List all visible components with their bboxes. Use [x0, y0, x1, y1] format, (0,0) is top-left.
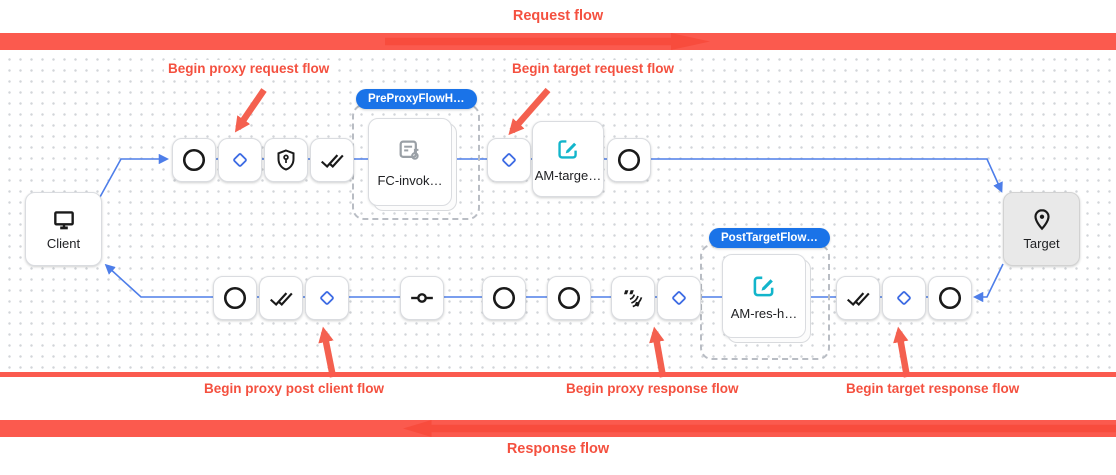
response-flow-arrow-icon	[403, 420, 1116, 437]
step-security-policy[interactable]	[264, 138, 308, 182]
step-proxy-response-flow[interactable]	[657, 276, 701, 320]
step-target-request-flow[interactable]	[487, 138, 531, 182]
step-double-check-target-response[interactable]	[836, 276, 880, 320]
edit-square-icon	[750, 272, 778, 300]
step-target-response-flow[interactable]	[882, 276, 926, 320]
response-flow-title: Response flow	[506, 441, 610, 457]
request-flow-arrow-icon	[385, 33, 710, 50]
step-target-endpoint[interactable]	[607, 138, 651, 182]
proxy-flow-canvas[interactable]	[0, 50, 1116, 372]
circle-icon	[181, 147, 207, 173]
edit-square-icon	[555, 136, 581, 162]
flow-callout-icon	[396, 137, 424, 165]
diamond-icon	[316, 287, 338, 309]
post-target-flow-hook-badge[interactable]: PostTargetFlow…	[709, 228, 830, 248]
step-response-end[interactable]	[213, 276, 257, 320]
circle-icon	[222, 285, 248, 311]
target-node-label: Target	[1023, 236, 1060, 251]
am-target-label: AM-targe…	[534, 167, 602, 183]
step-double-check-response[interactable]	[259, 276, 303, 320]
circle-icon	[556, 285, 582, 311]
diamond-icon	[893, 287, 915, 309]
step-request-start[interactable]	[172, 138, 216, 182]
double-check-icon	[268, 285, 294, 311]
step-proxy-post-client-flow[interactable]	[305, 276, 349, 320]
commit-icon	[409, 285, 435, 311]
diamond-icon	[229, 149, 251, 171]
broadcast-icon	[621, 286, 645, 310]
diamond-icon	[668, 287, 690, 309]
circle-icon	[491, 285, 517, 311]
target-node[interactable]: Target	[1003, 192, 1080, 266]
am-response-policy-card[interactable]: AM-res-h…	[722, 254, 806, 338]
annotation-begin-proxy-post-client-flow: Begin proxy post client flow	[200, 380, 389, 397]
double-check-icon	[845, 285, 871, 311]
step-response-circle[interactable]	[547, 276, 591, 320]
request-flow-title: Request flow	[512, 8, 604, 24]
step-proxy-response-start[interactable]	[482, 276, 526, 320]
request-flow-band	[0, 33, 1116, 50]
step-target-response-start[interactable]	[928, 276, 972, 320]
response-flow-band	[0, 420, 1116, 437]
client-node[interactable]: Client	[25, 192, 102, 266]
circle-icon	[937, 285, 963, 311]
am-response-label: AM-res-h…	[730, 305, 798, 321]
canvas-bottom-border	[0, 372, 1116, 377]
diamond-icon	[498, 149, 520, 171]
step-double-check-policy[interactable]	[310, 138, 354, 182]
fc-invoke-policy-card[interactable]: FC-invok…	[368, 118, 452, 206]
monitor-icon	[51, 207, 77, 233]
double-check-icon	[319, 147, 345, 173]
annotation-begin-target-response-flow: Begin target response flow	[842, 380, 1024, 397]
fc-invoke-label: FC-invok…	[377, 172, 443, 188]
am-target-policy-card[interactable]: AM-targe…	[532, 121, 604, 197]
client-node-label: Client	[46, 236, 81, 251]
step-commit-point[interactable]	[400, 276, 444, 320]
shield-key-icon	[274, 148, 298, 172]
annotation-begin-proxy-response-flow: Begin proxy response flow	[562, 380, 743, 397]
annotation-begin-proxy-request-flow: Begin proxy request flow	[164, 60, 334, 77]
location-pin-icon	[1029, 207, 1055, 233]
step-proxy-request-flow[interactable]	[218, 138, 262, 182]
pre-proxy-flow-hook-badge[interactable]: PreProxyFlowH…	[356, 89, 477, 109]
step-broadcast-policy[interactable]	[611, 276, 655, 320]
annotation-begin-target-request-flow: Begin target request flow	[508, 60, 679, 77]
circle-icon	[616, 147, 642, 173]
